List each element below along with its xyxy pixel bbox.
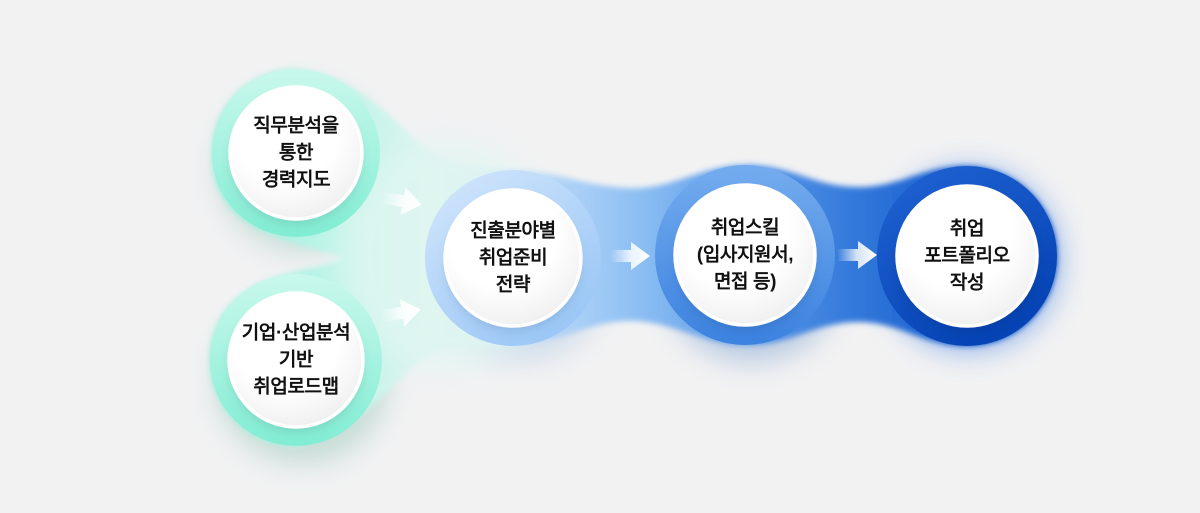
step-5-line-2: 포트폴리오 <box>924 245 1010 267</box>
step-4-line-1: 취업스킬 <box>710 217 780 239</box>
arrow-mid-1-icon <box>610 242 650 270</box>
step-circle-2 <box>210 274 382 446</box>
step-3-line-2: 취업준비 <box>478 247 548 269</box>
arrow-mid-2-icon <box>837 241 877 269</box>
step-3-label: 진출분야별 취업준비 전략 <box>428 218 598 299</box>
step-5-label: 취업 포트폴리오 작성 <box>882 216 1052 297</box>
step-circle-5 <box>877 166 1057 346</box>
step-1-label: 직무분석을 통한 경력지도 <box>211 113 381 194</box>
step-4-line-2: (입사지원서, <box>696 244 794 266</box>
step-circle-4 <box>655 165 835 345</box>
step-3-line-1: 진출분야별 <box>470 220 556 242</box>
step-4-line-3: 면접 등) <box>713 271 777 293</box>
arrow-top-left-icon <box>381 187 422 215</box>
step-2-line-3: 취업로드맵 <box>253 376 339 398</box>
step-2-label: 기업·산업분석 기반 취업로드맵 <box>211 320 381 401</box>
step-5-line-3: 작성 <box>949 272 985 294</box>
step-2-line-1: 기업·산업분석 <box>241 322 351 344</box>
step-1-line-1: 직무분석을 <box>253 115 339 137</box>
step-circle-1 <box>212 69 380 237</box>
arrow-bottom-left-icon <box>380 299 421 327</box>
step-3-line-3: 전략 <box>495 274 531 296</box>
step-2-line-2: 기반 <box>278 349 314 371</box>
step-4-label: 취업스킬 (입사지원서, 면접 등) <box>660 215 830 296</box>
step-1-line-2: 통한 <box>278 142 314 164</box>
step-1-line-3: 경력지도 <box>261 169 331 191</box>
step-5-line-1: 취업 <box>949 218 985 240</box>
step-circle-3 <box>425 170 601 346</box>
